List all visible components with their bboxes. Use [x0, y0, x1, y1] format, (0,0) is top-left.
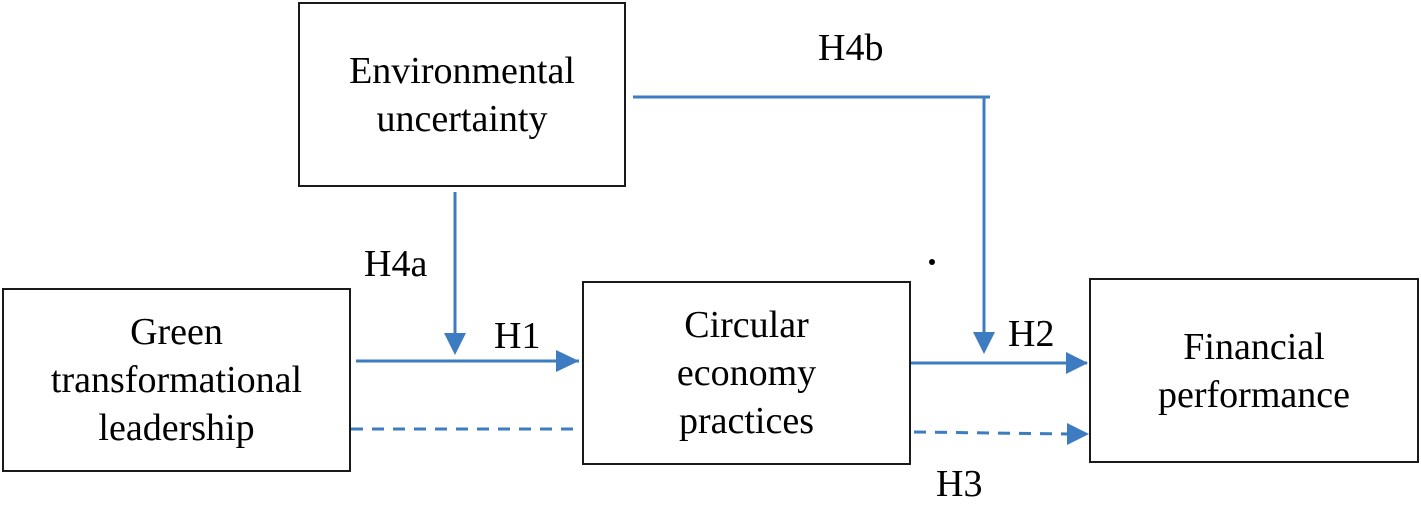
- box-circular-economy-practices: Circular economy practices: [582, 281, 911, 465]
- box-environmental-uncertainty-line-2: uncertainty: [376, 97, 548, 140]
- box-environmental-uncertainty: Environmental uncertainty: [298, 2, 626, 187]
- box-financial-performance-line-1: Financial: [1183, 325, 1325, 368]
- box-environmental-uncertainty-line-1: Environmental: [349, 49, 575, 92]
- box-cep-line-2: economy: [676, 352, 817, 394]
- box-gtl-line-2: transformational: [50, 359, 303, 401]
- stray-dot: [929, 259, 935, 265]
- arrow-h3-right: [913, 430, 1071, 436]
- arrowhead-h3: [1067, 423, 1089, 445]
- arrowhead-h4b: [973, 332, 995, 354]
- label-h4a: H4a: [364, 243, 428, 285]
- arrowhead-h2: [1066, 352, 1088, 374]
- label-h1: H1: [494, 315, 541, 357]
- box-financial-performance: Financial performance: [1089, 278, 1419, 463]
- box-gtl-line-3: leadership: [98, 407, 255, 449]
- label-h4b: H4b: [818, 27, 884, 69]
- label-h3: H3: [936, 463, 983, 505]
- label-h2: H2: [1008, 313, 1055, 355]
- box-cep-line-3: practices: [678, 400, 814, 442]
- box-green-transformational-leadership: Green transformational leadership: [2, 288, 351, 472]
- box-financial-performance-line-2: performance: [1158, 373, 1350, 416]
- arrowhead-h1: [556, 350, 579, 372]
- box-gtl-line-1: Green: [130, 311, 223, 353]
- box-cep-line-1: Circular: [684, 304, 809, 346]
- arrowhead-h4a: [444, 333, 466, 355]
